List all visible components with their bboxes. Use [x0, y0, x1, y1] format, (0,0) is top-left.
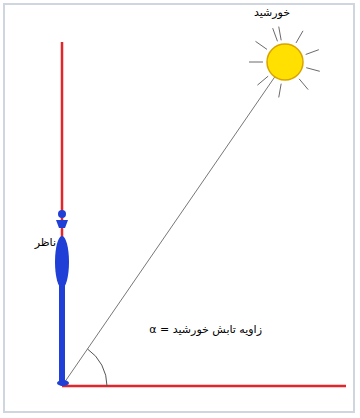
sun-ray: [296, 31, 303, 43]
sun-symbol: [249, 27, 320, 98]
frame: [4, 4, 354, 412]
ground-line: [62, 385, 346, 388]
sun-ray: [256, 41, 267, 49]
sun-ray: [249, 62, 263, 63]
sun-ray: [279, 84, 281, 98]
sun-ray-line: [62, 62, 285, 386]
observer-label: ناظر: [35, 236, 56, 249]
sun-ray: [257, 76, 268, 85]
sun-ray: [273, 28, 278, 41]
sun-label: خورشید: [254, 6, 290, 19]
sun-ray: [279, 27, 281, 41]
angle-label: زاویه تابش خورشید = α: [149, 323, 262, 336]
sun-ray: [306, 50, 319, 55]
sun-ray: [299, 79, 308, 90]
observer-figure: [55, 210, 69, 386]
sun-ray: [306, 68, 320, 72]
angle-arc: [88, 349, 108, 386]
